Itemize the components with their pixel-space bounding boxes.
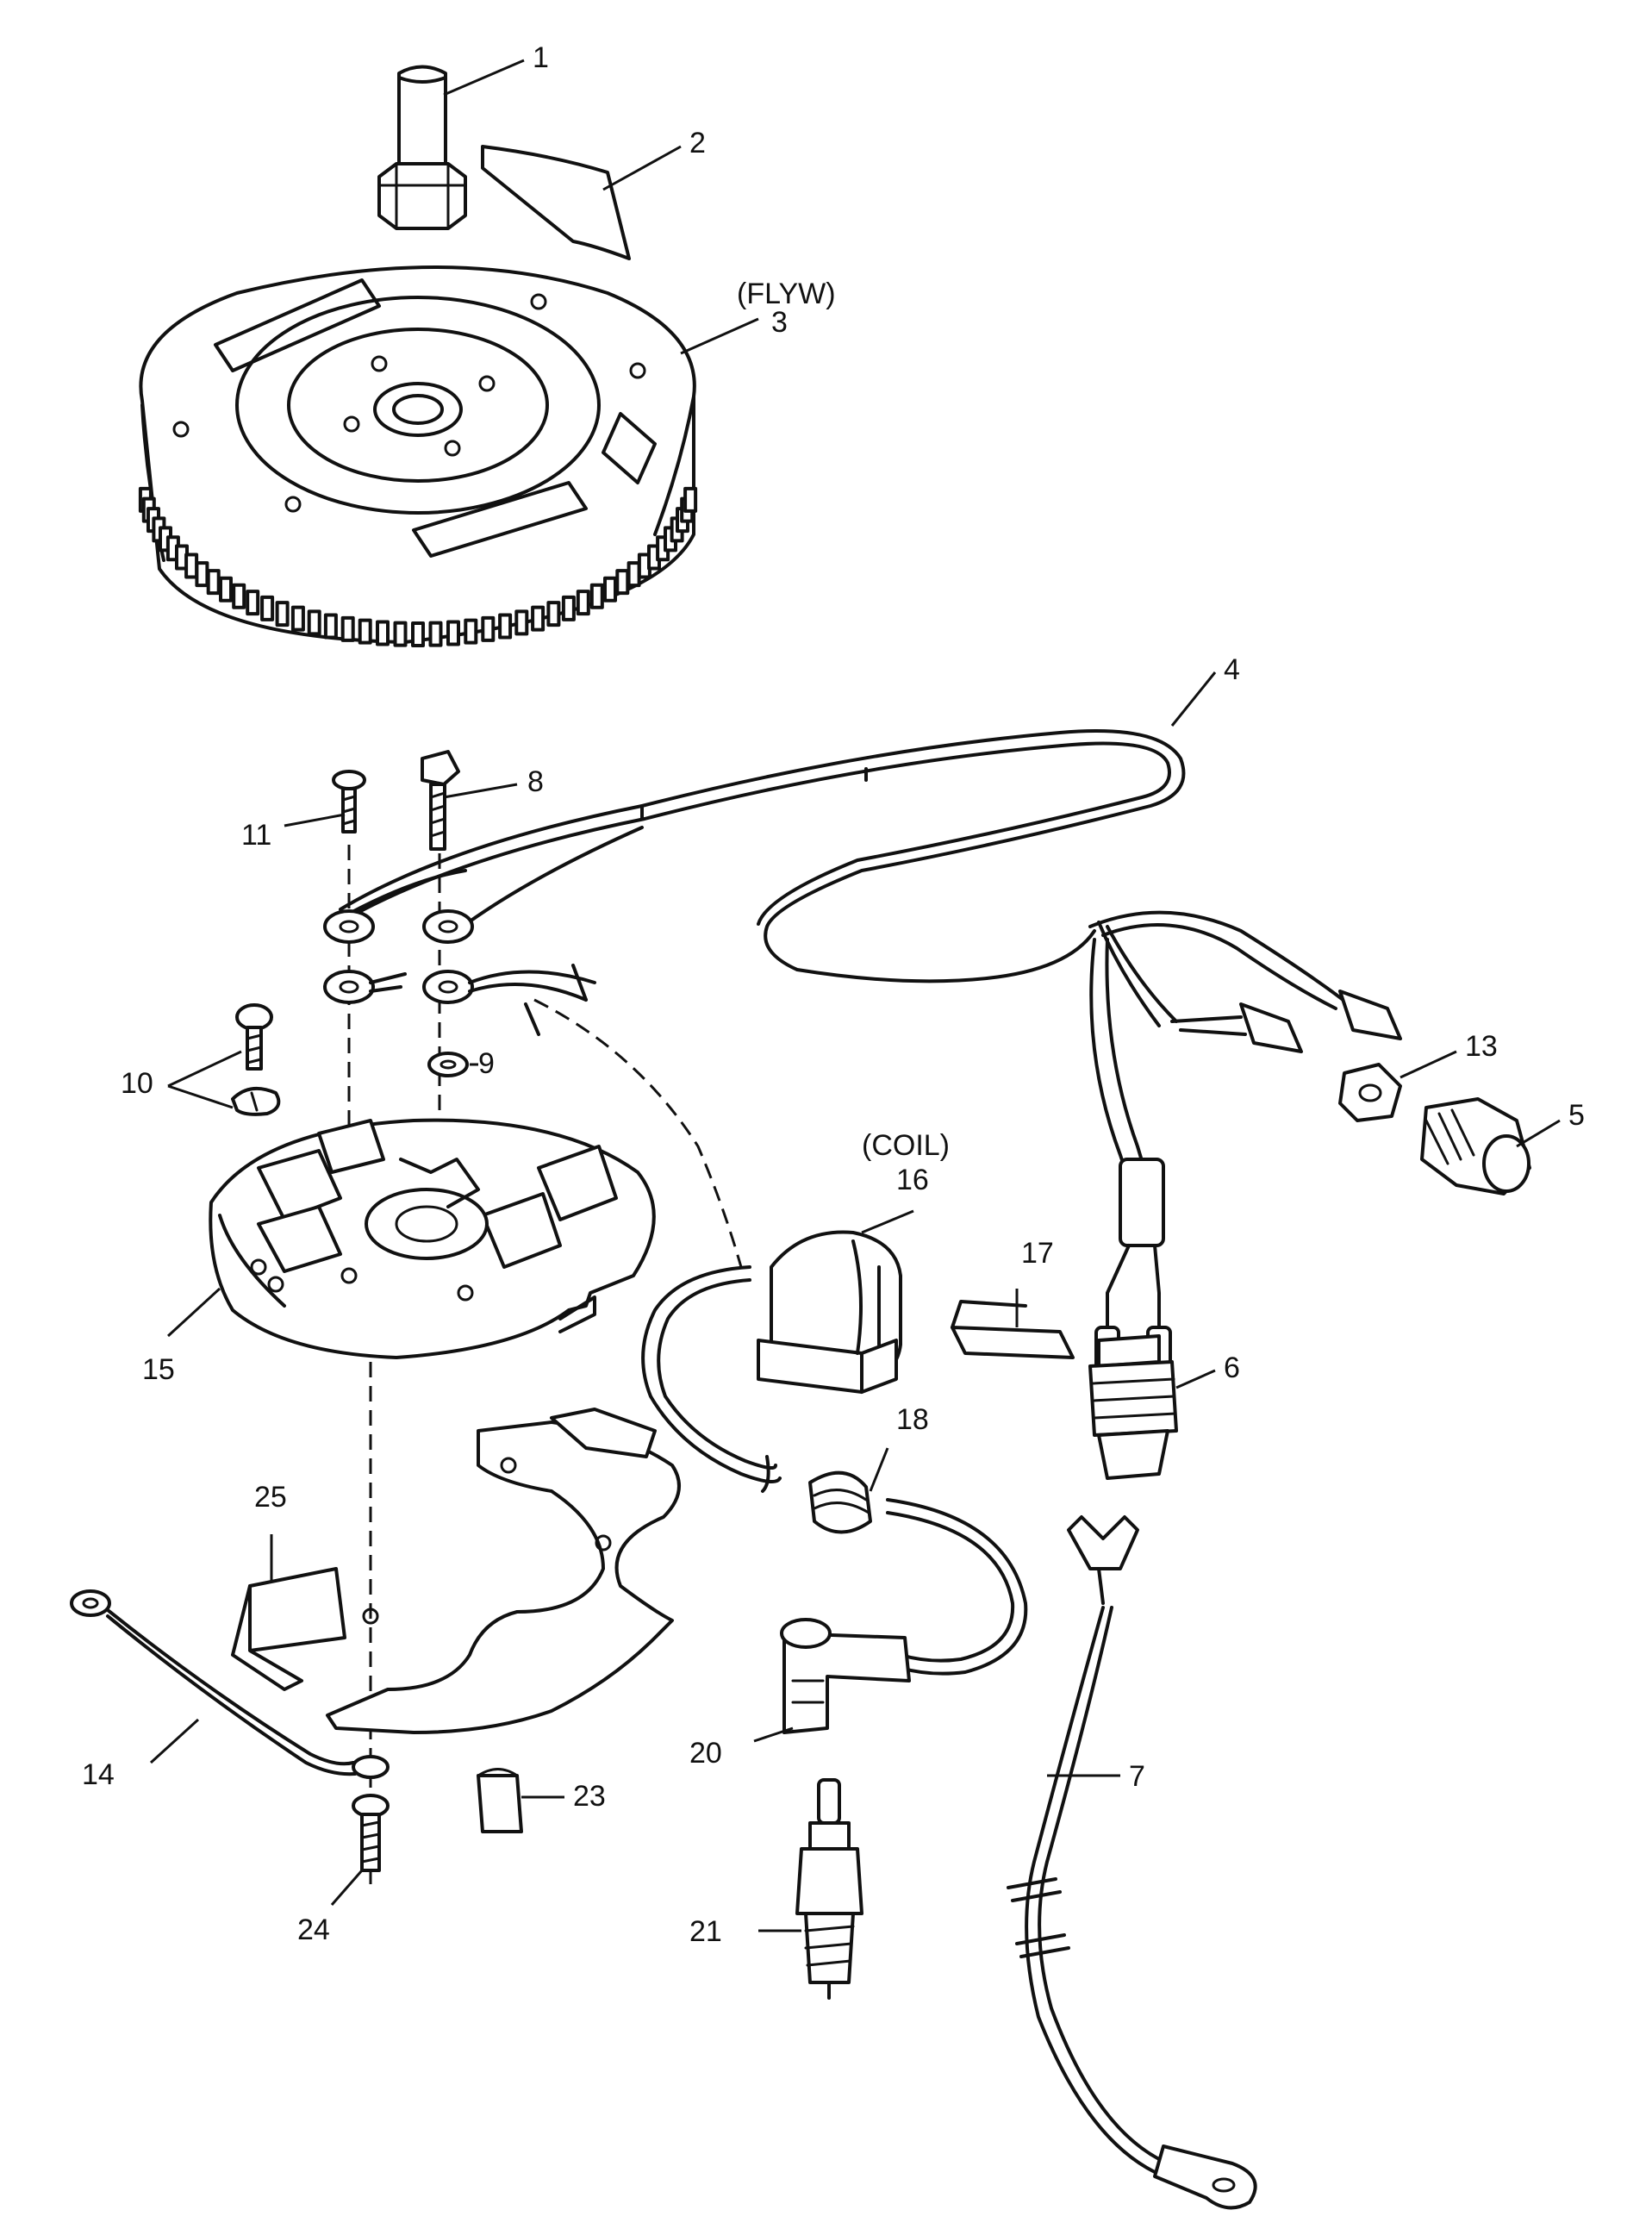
gear-tooth [376, 620, 390, 646]
gear-tooth [323, 613, 338, 640]
gear-tooth [184, 553, 199, 579]
part-11-screw [332, 770, 366, 833]
part-14-ground-wire [70, 1589, 357, 1776]
gear-tooth [576, 590, 590, 616]
part-20-plug-cap [780, 1618, 911, 1734]
part-9-washer [427, 1052, 469, 1077]
high-tension-lead [761, 1455, 1028, 1676]
callout-17: 17 [1021, 1237, 1054, 1270]
callout-6: 6 [1224, 1352, 1240, 1384]
part-6-connector [1088, 1334, 1178, 1480]
gear-tooth [260, 595, 275, 621]
gear-tooth [589, 583, 604, 609]
gear-tooth [603, 576, 617, 602]
gear-tooth [358, 618, 372, 645]
gear-tooth [531, 605, 545, 632]
part-7-stop-wire [1007, 1515, 1257, 2210]
gear-tooth [195, 561, 209, 588]
callout-2: 2 [689, 127, 706, 159]
gear-tooth [683, 486, 698, 513]
gear-tooth [546, 601, 561, 627]
gear-tooth [219, 576, 233, 602]
gear-tooth [446, 620, 460, 646]
gear-tooth [464, 618, 478, 645]
gear-tooth [275, 601, 290, 627]
gear-tooth [232, 583, 246, 609]
callout-13: 13 [1465, 1030, 1498, 1063]
leader-lines [149, 59, 1561, 1932]
callout-9: 9 [478, 1047, 495, 1080]
callout-3: 3 [771, 306, 788, 339]
gear-tooth [615, 569, 630, 596]
gear-tooth [411, 621, 425, 647]
part-1-flywheel-nut [377, 65, 467, 230]
callout-21: 21 [689, 1915, 722, 1948]
part-23-cap [477, 1768, 523, 1833]
gear-tooth [340, 615, 355, 642]
part-15-armature-plate [209, 1118, 656, 1359]
callout-5: 5 [1568, 1099, 1585, 1132]
gear-tooth [428, 621, 443, 647]
part-18-spring [808, 1470, 872, 1534]
gear-tooth [206, 569, 221, 596]
callout-7: 7 [1129, 1760, 1145, 1793]
callout-16: 16 [896, 1164, 929, 1196]
part-8-screw [421, 750, 460, 851]
part-3-flywheel [138, 265, 698, 647]
callout-8: 8 [527, 765, 544, 798]
part-25-breaker-plate [231, 1408, 681, 1734]
callout-18: 18 [896, 1403, 929, 1436]
part-21-spark-plug [795, 1778, 863, 2000]
callout-23: 23 [573, 1780, 606, 1813]
gear-tooth [561, 595, 576, 621]
part-10-screw-clip [231, 1003, 281, 1116]
part-13-nut [1338, 1063, 1402, 1122]
callout-15: 15 [142, 1353, 175, 1386]
callout-11: 11 [241, 819, 271, 852]
gear-tooth [393, 621, 408, 647]
gear-tooth [514, 609, 529, 636]
callout-4: 4 [1224, 653, 1240, 686]
part-24-screw [352, 1755, 390, 1872]
flywheel-annotation: (FLYW) [737, 278, 836, 310]
callout-24: 24 [297, 1913, 330, 1946]
callout-labels: 1 2 (FLYW) 3 4 8 11 9 10 13 5 (COIL) 16 … [82, 41, 1585, 1948]
part-16-coil [641, 1230, 902, 1483]
ring-gear-teeth [138, 486, 698, 647]
terminal-rings [323, 909, 596, 1036]
part-5-switch [1420, 1097, 1531, 1196]
callout-10: 10 [121, 1067, 153, 1100]
callout-25: 25 [254, 1481, 287, 1514]
callout-1: 1 [533, 41, 549, 74]
gear-tooth [307, 609, 321, 636]
gear-tooth [498, 613, 513, 640]
coil-annotation: (COIL) [862, 1129, 950, 1162]
gear-tooth [481, 615, 496, 642]
part-2-key [481, 145, 631, 260]
gear-tooth [290, 605, 305, 632]
gear-tooth [246, 590, 260, 616]
callout-20: 20 [689, 1737, 722, 1770]
part-17-clip [951, 1300, 1075, 1359]
callout-14: 14 [82, 1758, 115, 1791]
gear-tooth [627, 561, 641, 588]
